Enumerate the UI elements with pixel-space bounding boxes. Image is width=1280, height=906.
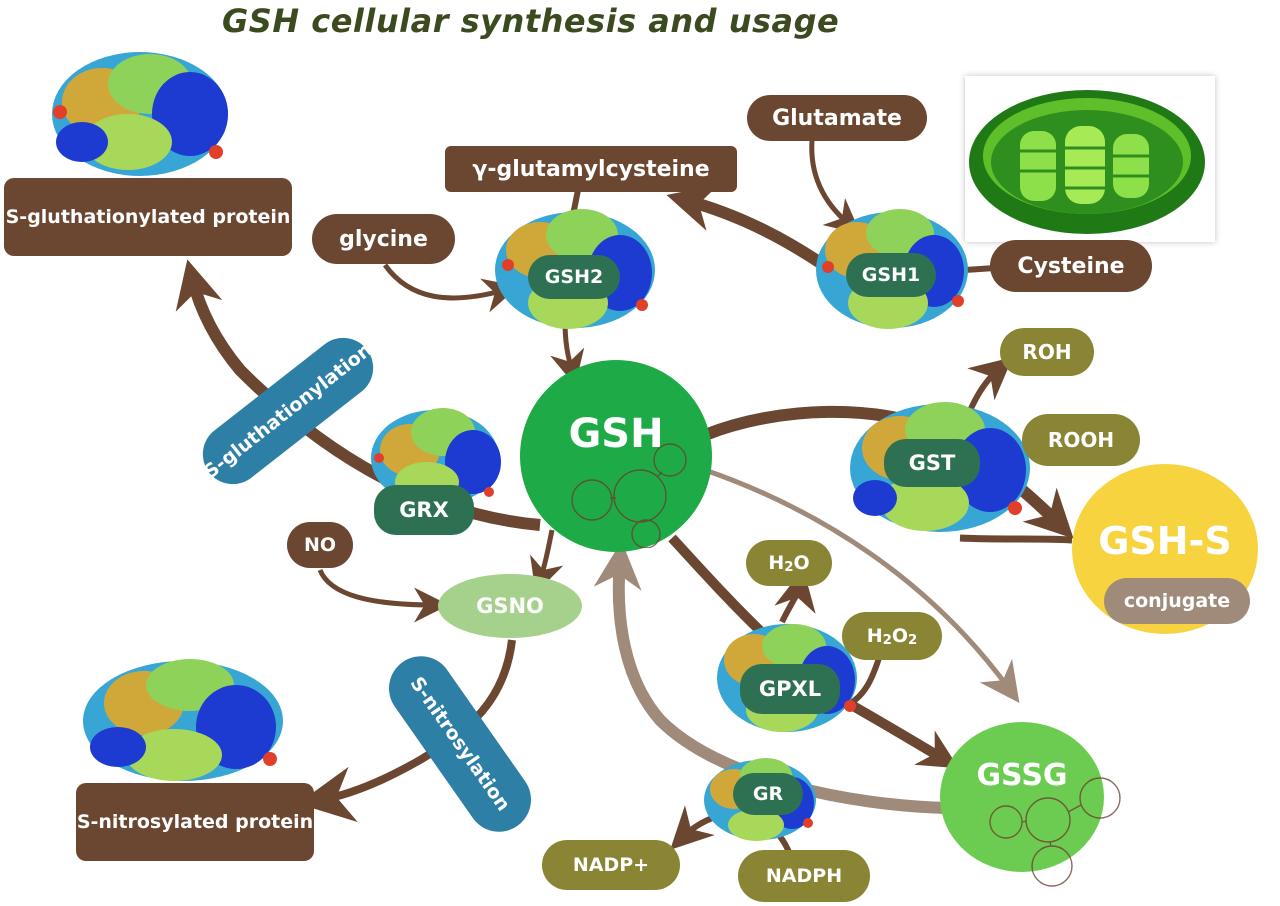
arrow-gsh-to-gssg-light — [704, 467, 1020, 703]
gamma-glutamylcysteine-label: γ-glutamylcysteine — [445, 146, 737, 192]
peroxide-subscript-2: 2 — [908, 633, 918, 649]
roh-label: ROH — [1000, 328, 1094, 376]
molecule-icon — [989, 777, 1121, 887]
peroxide-subscript-1: 2 — [882, 633, 892, 649]
chloroplast-icon — [969, 90, 1205, 234]
water-base: H — [768, 552, 785, 574]
gsh-label: GSH — [568, 411, 664, 457]
arrow-gssg-to-gsh — [593, 540, 946, 814]
glycine-label: glycine — [312, 214, 455, 264]
arrow-glycine-to-gsh2 — [382, 263, 519, 313]
nadp-label: NADP+ — [542, 840, 680, 890]
process-glutathionylation: S-gluthationylation — [184, 336, 392, 486]
protein-structure-icon — [52, 52, 228, 176]
enzyme-grx: GRX — [374, 485, 474, 535]
gssg-circle: GSSG — [940, 722, 1104, 872]
protein-structure-icon — [495, 209, 655, 329]
process-glutathionylation-shape — [202, 337, 374, 485]
gsno-ellipse: GSNO — [438, 574, 582, 638]
enzyme-gpxl: GPXL — [740, 664, 840, 714]
arrow-no-to-gsno — [317, 568, 449, 623]
chloroplast-panel — [965, 76, 1215, 242]
enzyme-gsh1: GSH1 — [846, 253, 936, 297]
molecule-icon — [571, 443, 687, 548]
gsh-circle: GSH — [520, 360, 712, 552]
gsh-s-label: GSH-S — [1098, 519, 1232, 563]
water-subscript: 2 — [784, 560, 794, 576]
line-gst-to-gsh-s — [959, 534, 1073, 544]
no-label: NO — [287, 522, 353, 568]
glutathionylated-protein-box: S-gluthationylated protein — [4, 178, 292, 256]
diagram-title: GSH cellular synthesis and usage — [222, 2, 840, 40]
peroxide-mid: O — [891, 625, 909, 647]
protein-structure-icon — [83, 659, 283, 781]
protein-structure-icon — [371, 408, 501, 506]
nitrosylated-protein-box: S-nitrosylated protein — [76, 783, 314, 861]
cysteine-label: Cysteine — [990, 240, 1152, 292]
nadph-label: NADPH — [738, 850, 870, 902]
arrow-glutamate-to-gsh1 — [809, 139, 861, 234]
rooh-label: ROOH — [1022, 414, 1140, 466]
conjugate-label: conjugate — [1104, 578, 1250, 624]
glutamate-label: Glutamate — [747, 95, 927, 141]
water-tail: O — [793, 552, 810, 574]
enzyme-gst: GST — [884, 439, 980, 487]
peroxide-base: H — [866, 625, 883, 647]
enzyme-gsh2: GSH2 — [528, 255, 620, 299]
process-nitrosylation-shape — [388, 656, 532, 832]
process-nitrosylation: S-nitrosylation — [360, 654, 560, 834]
arrow-gsno-to-nitrosylated-protein — [297, 639, 516, 823]
arrow-gpxl-to-h2o — [774, 568, 816, 624]
gssg-label: GSSG — [976, 757, 1068, 793]
enzyme-gr: GR — [733, 773, 803, 815]
